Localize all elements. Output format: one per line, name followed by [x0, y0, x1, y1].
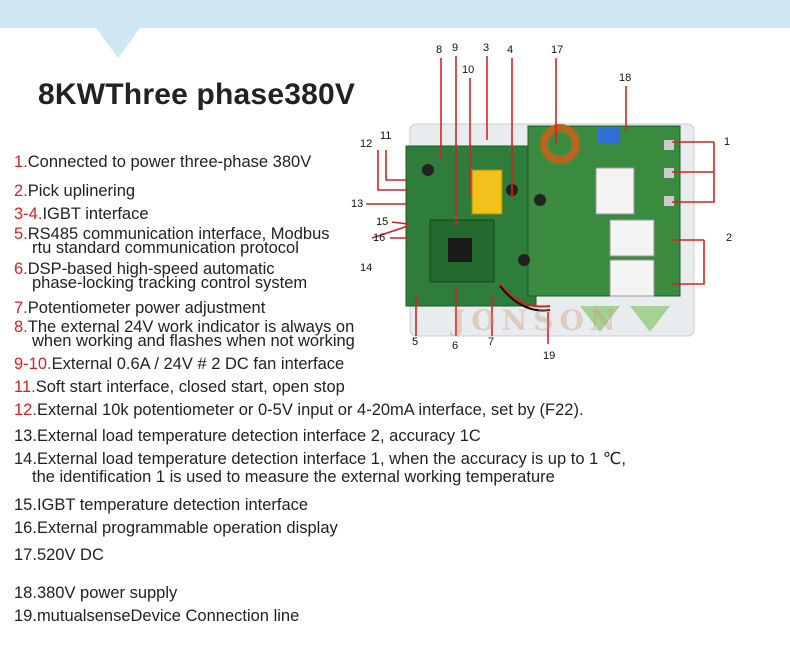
callout-5: 5 — [412, 336, 419, 348]
toroid-coil — [540, 124, 580, 164]
capacitor — [534, 194, 546, 206]
brand-watermark: JONSON — [452, 304, 622, 337]
list-item-19: 19.mutualsenseDevice Connection line — [14, 607, 300, 625]
list-item-16: 16.External programmable operation displ… — [14, 519, 338, 537]
transformer — [471, 169, 503, 215]
list-item-1: 1.Connected to power three-phase 380V — [14, 153, 312, 171]
logo-mark — [580, 306, 620, 332]
callout-18: 18 — [619, 72, 632, 84]
callout-19: 19 — [543, 350, 556, 362]
list-item-3-4: 3-4.IGBT interface — [14, 205, 149, 223]
callout-9: 9 — [452, 42, 459, 54]
callout-16: 16 — [373, 232, 386, 244]
blue-component — [598, 128, 620, 144]
callout-11: 11 — [380, 130, 392, 142]
top-banner — [0, 0, 790, 28]
list-item-6: 6.DSP-based high-speed automatic phase-l… — [14, 260, 308, 292]
capacitor — [518, 254, 530, 266]
list-item-2: 2.Pick uplinering — [14, 182, 136, 200]
callout-15: 15 — [376, 216, 389, 228]
callout-17: 17 — [551, 44, 564, 56]
wire — [499, 283, 551, 308]
callout-2: 2 — [726, 232, 733, 244]
dsp-chip — [448, 238, 472, 262]
callout-10: 10 — [462, 64, 475, 76]
relay-2 — [609, 219, 655, 257]
list-item-8: 8.The external 24V work indicator is alw… — [14, 318, 355, 350]
callout-12: 12 — [360, 138, 373, 150]
logo-mark — [630, 306, 670, 332]
list-item-12: 12.External 10k potentiometer or 0-5V in… — [14, 401, 584, 419]
callout-1: 1 — [724, 136, 731, 148]
callout-14: 14 — [360, 262, 373, 274]
list-item-5: 5.RS485 communication interface, Modbus … — [14, 225, 330, 257]
list-item-7: 7.Potentiometer power adjustment — [14, 299, 266, 317]
relay-1 — [595, 167, 635, 215]
relay-3 — [609, 259, 655, 297]
banner-notch — [96, 28, 140, 58]
callout-8: 8 — [436, 44, 443, 56]
circuit-board-image — [405, 123, 695, 337]
callout-6: 6 — [452, 340, 459, 352]
terminal — [664, 196, 674, 206]
list-item-17: 17.520V DC — [14, 546, 104, 564]
list-item-14: 14.External load temperature detection i… — [14, 450, 626, 486]
page-title: 8KWThree phase380V — [38, 78, 356, 111]
callout-3: 3 — [483, 42, 490, 54]
list-item-18: 18.380V power supply — [14, 584, 178, 602]
terminal — [664, 168, 674, 178]
callout-13: 13 — [351, 198, 364, 210]
terminal — [664, 140, 674, 150]
wire — [499, 285, 551, 312]
list-item-9-10: 9-10.External 0.6A / 24V # 2 DC fan inte… — [14, 355, 345, 373]
list-item-11: 11.Soft start interface, closed start, o… — [14, 378, 345, 396]
capacitor — [422, 164, 434, 176]
callout-4: 4 — [507, 44, 514, 56]
list-item-15: 15.IGBT temperature detection interface — [14, 496, 309, 514]
list-item-13: 13.External load temperature detection i… — [14, 427, 481, 445]
callout-7: 7 — [488, 336, 495, 348]
